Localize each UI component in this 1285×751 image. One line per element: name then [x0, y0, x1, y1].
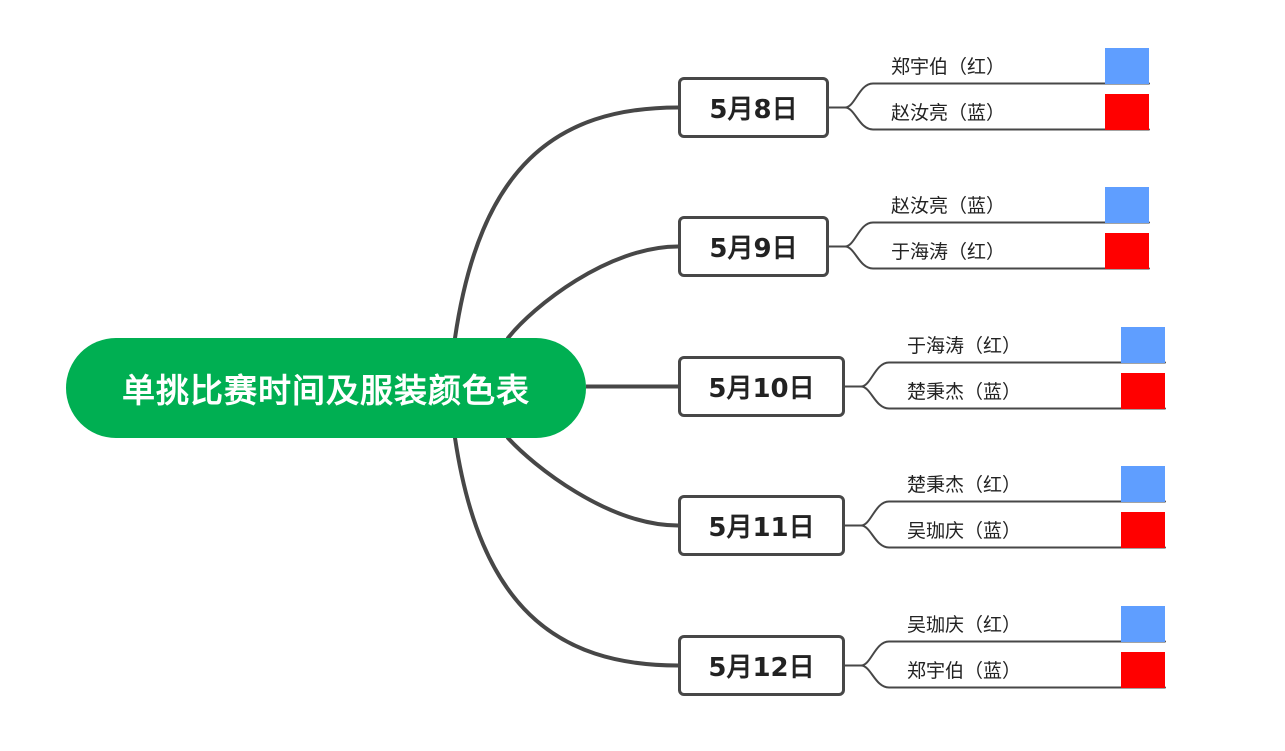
root-topic[interactable]: 单挑比赛时间及服装颜色表	[66, 338, 586, 438]
color-swatch	[1121, 605, 1165, 642]
player-connector-bottom-3	[860, 385, 1166, 410]
date-label: 5月12日	[708, 653, 815, 683]
player-label[interactable]: 郑宇伯（蓝）	[907, 659, 1022, 682]
color-swatch	[1121, 511, 1165, 548]
player-label[interactable]: 吴珈庆（红）	[907, 613, 1022, 636]
player-connector-top-1	[844, 82, 1150, 109]
date-label: 5月9日	[709, 234, 798, 264]
date-node-4[interactable]: 5月11日	[678, 495, 845, 556]
color-swatch	[1121, 651, 1165, 688]
root-connector-4	[506, 436, 680, 528]
root-connector-5	[453, 436, 680, 668]
color-swatch	[1121, 372, 1165, 409]
color-swatch	[1105, 186, 1149, 223]
player-connector-top-5	[860, 640, 1166, 667]
player-connector-bottom-1	[844, 106, 1150, 131]
root-topic-label: 单挑比赛时间及服装颜色表	[122, 371, 530, 410]
player-connector-bottom-5	[860, 664, 1166, 689]
player-label[interactable]: 于海涛（红）	[907, 334, 1022, 357]
root-connector-2	[506, 244, 680, 340]
date-label: 5月8日	[709, 95, 798, 125]
player-label[interactable]: 郑宇伯（红）	[891, 55, 1006, 78]
date-label: 5月11日	[708, 513, 815, 543]
color-swatch	[1121, 465, 1165, 502]
player-connector-top-4	[860, 500, 1166, 527]
player-connector-top-2	[844, 221, 1150, 248]
root-connector-1	[453, 105, 680, 340]
player-label[interactable]: 赵汝亮（蓝）	[891, 101, 1006, 124]
date-label: 5月10日	[708, 374, 815, 404]
date-node-3[interactable]: 5月10日	[678, 356, 845, 417]
player-label[interactable]: 楚秉杰（蓝）	[907, 380, 1022, 403]
color-swatch	[1105, 47, 1149, 84]
color-swatch	[1105, 232, 1149, 269]
player-connector-bottom-4	[860, 524, 1166, 549]
date-node-2[interactable]: 5月9日	[678, 216, 829, 277]
player-connector-bottom-2	[844, 245, 1150, 270]
date-node-1[interactable]: 5月8日	[678, 77, 829, 138]
date-node-5[interactable]: 5月12日	[678, 635, 845, 696]
color-swatch	[1105, 93, 1149, 130]
player-connector-top-3	[860, 361, 1166, 388]
player-label[interactable]: 吴珈庆（蓝）	[907, 519, 1022, 542]
player-label[interactable]: 赵汝亮（蓝）	[891, 194, 1006, 217]
color-swatch	[1121, 326, 1165, 363]
player-label[interactable]: 于海涛（红）	[891, 240, 1006, 263]
player-label[interactable]: 楚秉杰（红）	[907, 473, 1022, 496]
